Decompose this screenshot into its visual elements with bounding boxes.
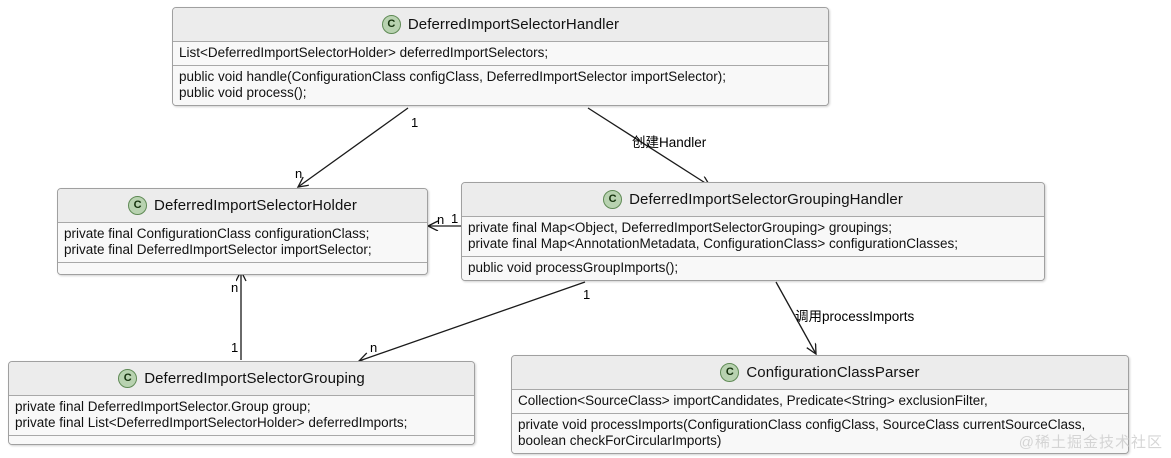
class-icon: C (128, 196, 148, 215)
edge-label-grouping-handler-to-grouping-target: n (370, 340, 378, 355)
class-box-configuration-class-parser[interactable]: C ConfigurationClassParser Collection<So… (511, 355, 1129, 454)
class-box-deferred-import-selector-holder[interactable]: C DeferredImportSelectorHolder private f… (57, 188, 428, 275)
edge-label-call-process-imports: 调用processImports (795, 309, 915, 324)
class-methods (58, 263, 427, 274)
class-fields: private final Map<Object, DeferredImport… (462, 217, 1044, 257)
class-icon: C (720, 363, 740, 382)
class-header: C DeferredImportSelectorHandler (173, 8, 828, 42)
watermark: @稀土掘金技术社区 (1018, 434, 1163, 451)
class-methods: public void handle(ConfigurationClass co… (173, 66, 828, 105)
edge-label-create-handler: 创建Handler (632, 135, 707, 150)
class-icon: C (381, 15, 401, 34)
class-box-deferred-import-selector-handler[interactable]: C DeferredImportSelectorHandler List<Def… (172, 7, 829, 106)
class-fields: private final DeferredImportSelector.Gro… (9, 396, 474, 436)
edge-label-grouping-handler-to-grouping-source: 1 (583, 287, 591, 302)
edge-handler-to-holder (298, 107, 409, 187)
edge-label-grouping-handler-to-holder-target: n (437, 212, 445, 227)
edge-label-handler-to-holder-target: n (295, 166, 303, 181)
class-methods (9, 436, 474, 444)
class-name: DeferredImportSelectorHandler (407, 16, 620, 33)
class-methods: private void processImports(Configuratio… (512, 414, 1128, 453)
edge-label-grouping-handler-to-holder-source: 1 (451, 211, 459, 226)
class-fields: Collection<SourceClass> importCandidates… (512, 390, 1128, 414)
class-icon: C (603, 190, 623, 209)
edge-label-grouping-to-holder-source: 1 (231, 340, 239, 355)
edge-label-handler-to-holder-source: 1 (411, 115, 419, 130)
edge-label-grouping-to-holder-target: n (231, 280, 239, 295)
class-name: ConfigurationClassParser (746, 364, 920, 381)
class-fields: List<DeferredImportSelectorHolder> defer… (173, 42, 828, 66)
class-header: C DeferredImportSelectorHolder (58, 189, 427, 223)
class-name: DeferredImportSelectorGroupingHandler (629, 191, 903, 208)
class-header: C DeferredImportSelectorGroupingHandler (462, 183, 1044, 217)
class-methods: public void processGroupImports(); (462, 257, 1044, 280)
class-name: DeferredImportSelectorHolder (154, 197, 357, 214)
class-box-deferred-import-selector-grouping[interactable]: C DeferredImportSelectorGrouping private… (8, 361, 475, 445)
edge-grouping-handler-to-grouping (359, 281, 586, 361)
class-header: C DeferredImportSelectorGrouping (9, 362, 474, 396)
class-header: C ConfigurationClassParser (512, 356, 1128, 390)
class-box-deferred-import-selector-grouping-handler[interactable]: C DeferredImportSelectorGroupingHandler … (461, 182, 1045, 281)
class-icon: C (118, 369, 138, 388)
class-fields: private final ConfigurationClass configu… (58, 223, 427, 263)
class-name: DeferredImportSelectorGrouping (144, 370, 365, 387)
